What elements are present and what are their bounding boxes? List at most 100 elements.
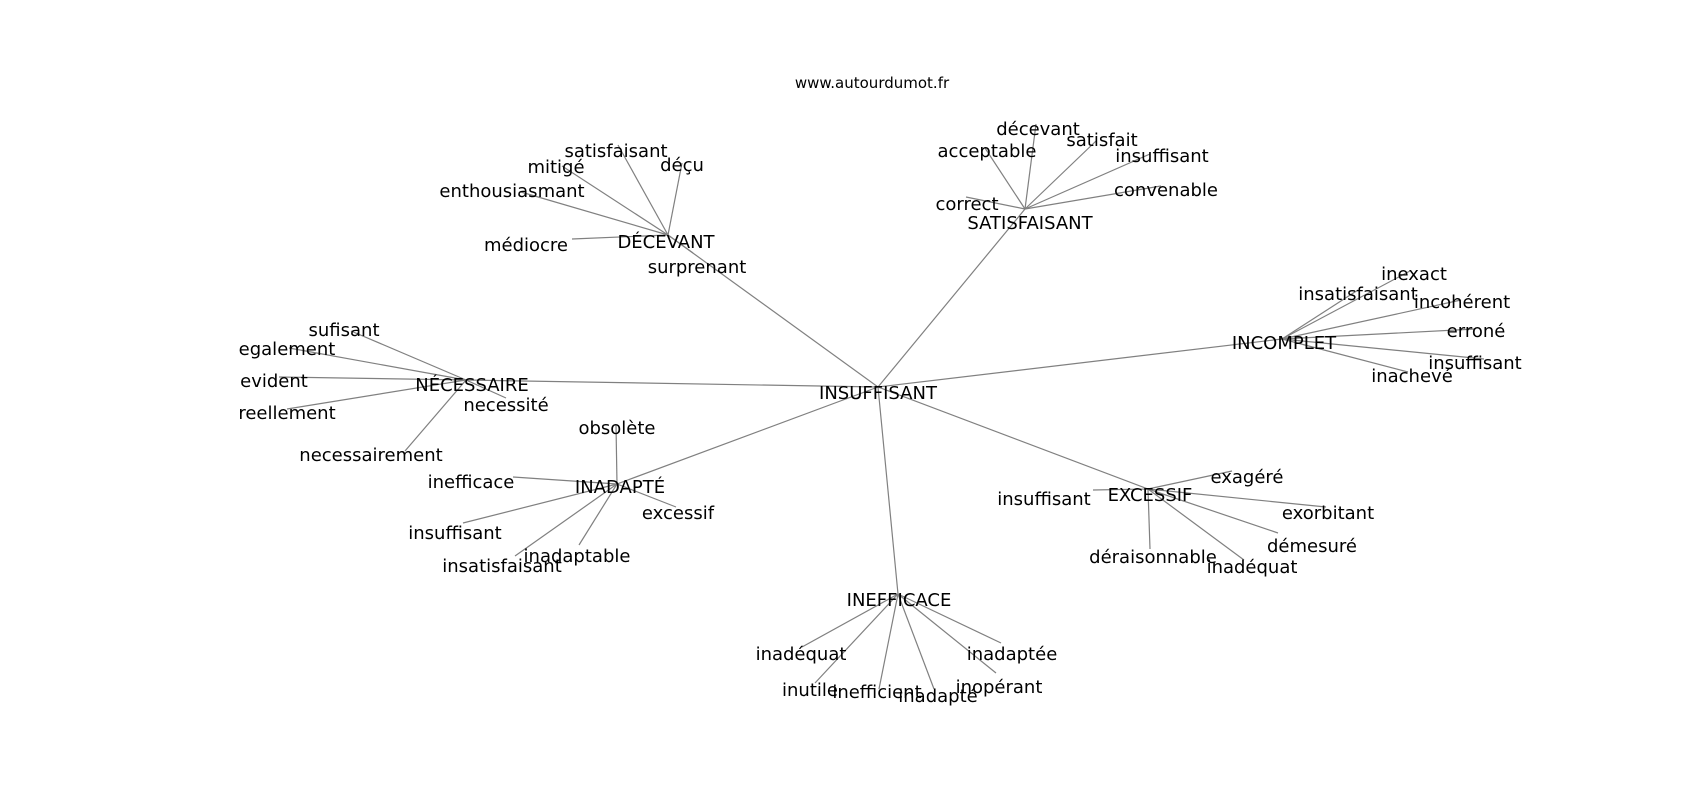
cluster-to-word-edge — [578, 483, 618, 546]
cluster-to-word-edge — [878, 593, 899, 690]
cluster-to-word-edge — [462, 483, 618, 524]
word-node[interactable]: insuffisant — [1115, 146, 1208, 167]
cluster-to-word-edge — [465, 379, 507, 399]
word-node[interactable]: inadaptée — [967, 644, 1058, 665]
cluster-to-word-edge — [1281, 338, 1409, 373]
center-to-cluster-edge — [616, 386, 879, 485]
cluster-to-word-edge — [1281, 328, 1476, 340]
cluster-to-word-edge — [616, 483, 677, 508]
cluster-to-word-edge — [1147, 488, 1245, 561]
word-node[interactable]: déraisonnable — [1089, 547, 1217, 568]
word-node[interactable]: acceptable — [938, 141, 1037, 162]
cluster-to-word-edge — [615, 424, 618, 485]
word-node[interactable]: sufisant — [309, 320, 380, 341]
center-to-cluster-edge — [877, 338, 1283, 388]
cluster-to-word-edge — [801, 593, 899, 648]
word-node[interactable]: mitigé — [527, 157, 584, 178]
word-node[interactable]: convenable — [1114, 180, 1218, 201]
center-to-cluster-edge — [877, 386, 1149, 490]
cluster-node[interactable]: INEFFICACE — [847, 590, 952, 611]
cluster-to-word-edge — [1281, 270, 1411, 340]
cluster-to-word-edge — [1147, 488, 1327, 508]
cluster-node[interactable]: DÉCEVANT — [617, 231, 715, 253]
word-node[interactable]: déçu — [660, 155, 704, 176]
word-node[interactable]: démesuré — [1267, 536, 1357, 557]
cluster-to-word-edge — [897, 593, 1002, 644]
cluster-to-word-edge — [1024, 123, 1037, 210]
cluster-to-word-edge — [404, 379, 467, 452]
cluster-to-word-edge — [278, 376, 467, 381]
cluster-to-word-edge — [1281, 338, 1485, 360]
word-node[interactable]: egalement — [239, 339, 336, 360]
cluster-to-word-edge — [617, 144, 669, 236]
word-node[interactable]: inutile — [782, 680, 838, 701]
cluster-to-word-edge — [286, 379, 467, 410]
graph-edges — [278, 123, 1485, 690]
cluster-to-word-edge — [984, 147, 1026, 210]
word-node[interactable]: insatisfaisant — [1298, 284, 1418, 305]
center-node[interactable]: INSUFFISANT — [819, 383, 938, 404]
word-node[interactable]: inefficace — [428, 472, 515, 493]
cluster-node[interactable]: INCOMPLET — [1232, 333, 1337, 354]
word-node[interactable]: necessité — [463, 395, 548, 416]
word-node[interactable]: insuffisant — [997, 489, 1090, 510]
cluster-to-word-edge — [897, 593, 997, 674]
cluster-node[interactable]: NÉCESSAIRE — [415, 374, 528, 396]
word-node[interactable]: correct — [935, 194, 998, 215]
word-node[interactable]: necessairement — [299, 445, 442, 466]
cluster-to-word-edge — [561, 165, 669, 236]
word-node[interactable]: inopérant — [956, 677, 1043, 698]
cluster-to-word-edge — [514, 483, 618, 557]
word-node[interactable]: inadéquat — [1207, 557, 1298, 578]
word-node[interactable]: inachevé — [1371, 366, 1453, 387]
cluster-to-word-edge — [512, 476, 618, 485]
center-to-cluster-edge — [877, 386, 899, 595]
cluster-to-word-edge — [897, 593, 935, 690]
word-node[interactable]: inadaptable — [524, 546, 631, 567]
site-url[interactable]: www.autourdumot.fr — [795, 74, 950, 92]
cluster-node[interactable]: SATISFAISANT — [967, 213, 1093, 234]
word-node[interactable]: erroné — [1447, 321, 1506, 342]
word-node[interactable]: incohérent — [1414, 292, 1510, 313]
cluster-to-word-edge — [814, 593, 899, 684]
word-node[interactable]: inadapté — [898, 686, 977, 707]
cluster-to-word-edge — [571, 234, 669, 240]
word-node[interactable]: insuffisant — [408, 523, 501, 544]
cluster-to-word-edge — [1147, 488, 1151, 550]
cluster-to-word-edge — [1281, 299, 1462, 340]
center-to-cluster-edge — [465, 379, 879, 388]
word-node[interactable]: inefficient — [832, 682, 921, 703]
word-node[interactable]: obsolète — [578, 418, 655, 439]
cluster-to-word-edge — [1147, 470, 1233, 490]
word-node[interactable]: exagéré — [1210, 467, 1283, 488]
word-node[interactable]: satisfait — [1066, 130, 1137, 151]
cluster-to-word-edge — [1092, 488, 1149, 491]
word-node[interactable]: enthousiasmant — [439, 181, 584, 202]
word-node[interactable]: excessif — [642, 503, 715, 524]
word-node[interactable]: insatisfaisant — [442, 556, 562, 577]
word-node[interactable]: décevant — [996, 119, 1080, 140]
cluster-to-word-edge — [965, 196, 1026, 210]
cluster-node[interactable]: INADAPTÉ — [575, 476, 665, 498]
word-node[interactable]: inexact — [1381, 264, 1447, 285]
cluster-to-word-edge — [1024, 153, 1151, 210]
word-node[interactable]: médiocre — [484, 235, 568, 256]
cluster-to-word-edge — [288, 347, 467, 381]
cluster-to-word-edge — [1147, 488, 1279, 534]
cluster-to-word-edge — [667, 162, 683, 236]
word-node[interactable]: inadéquat — [756, 644, 847, 665]
center-to-cluster-edge — [667, 234, 879, 388]
word-node[interactable]: reellement — [238, 403, 335, 424]
word-node[interactable]: exorbitant — [1282, 503, 1374, 524]
cluster-node[interactable]: EXCESSIF — [1108, 485, 1193, 506]
center-to-cluster-edge — [877, 208, 1026, 388]
word-node[interactable]: insuffisant — [1428, 353, 1521, 374]
cluster-to-word-edge — [1024, 140, 1097, 210]
word-node[interactable]: satisfaisant — [564, 141, 667, 162]
word-node[interactable]: evident — [240, 371, 308, 392]
cluster-to-word-edge — [1024, 185, 1162, 210]
cluster-to-word-edge — [667, 234, 694, 254]
word-node[interactable]: surprenant — [648, 257, 747, 278]
